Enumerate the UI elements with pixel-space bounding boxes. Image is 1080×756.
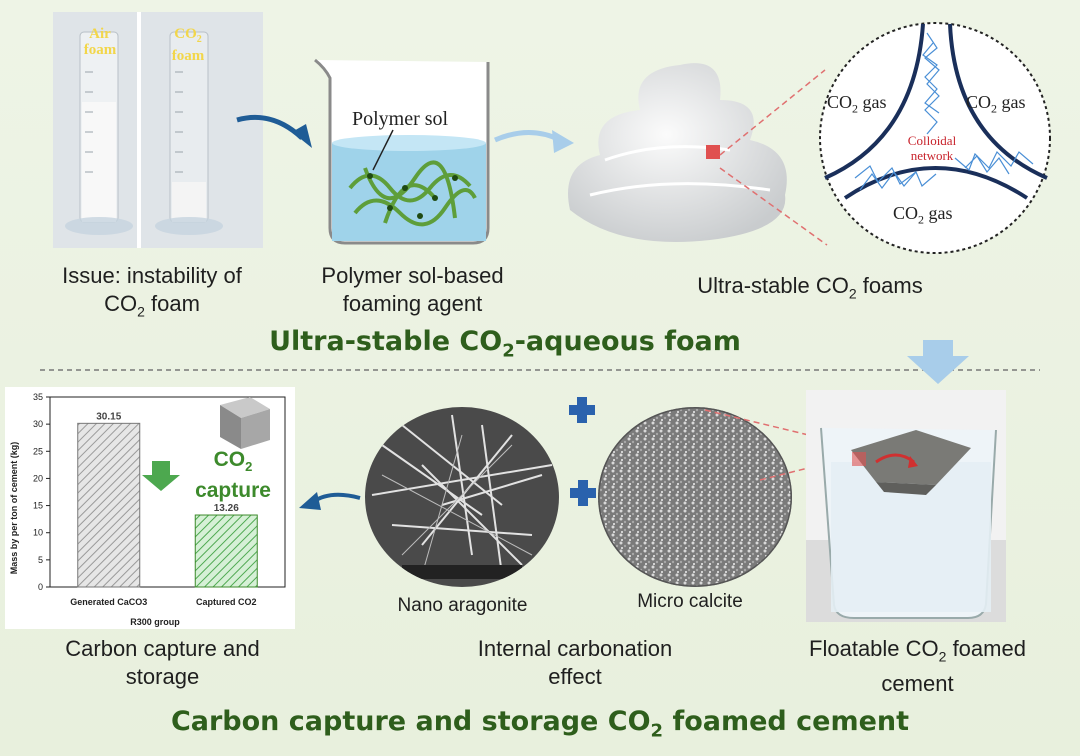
caption-micro-calcite: Micro calcite xyxy=(637,591,743,612)
chart-axes: 0 5 10 15 20 25 30 35 xyxy=(33,392,286,592)
chart-xlabel: R300 group xyxy=(130,617,180,627)
arrow-cylinder-to-beaker xyxy=(236,114,312,148)
bar-data-label: 13.26 xyxy=(214,503,239,514)
bar-data-label: 30.15 xyxy=(96,411,121,422)
y-tick-label: 0 xyxy=(38,582,43,592)
y-tick-label: 5 xyxy=(38,555,43,565)
section-title-foam: Ultra-stable CO2-aqueous foam xyxy=(269,326,741,362)
micro-calcite-micrograph xyxy=(598,407,792,587)
x-tick-label: Captured CO2 xyxy=(196,597,257,607)
decrease-arrow-icon xyxy=(142,461,180,491)
floating-cement-photo xyxy=(806,390,1006,622)
x-tick-label: Generated CaCO3 xyxy=(70,597,147,607)
arrow-beaker-to-foam xyxy=(494,130,574,153)
polymer-sol-label: Polymer sol xyxy=(352,108,449,130)
plus-icon-main xyxy=(570,480,596,506)
gas-label-bottom: CO2 gas xyxy=(893,203,953,227)
y-tick-label: 30 xyxy=(33,419,43,429)
caption-nano-aragonite: Nano aragonite xyxy=(397,595,528,616)
y-tick-label: 15 xyxy=(33,501,43,511)
plus-icon xyxy=(569,397,595,423)
arrow-down-light xyxy=(907,340,969,384)
zoom-lines xyxy=(719,69,828,246)
beaker xyxy=(314,58,490,245)
gas-label-right: CO2 gas xyxy=(966,92,1026,116)
y-tick-label: 35 xyxy=(33,392,43,402)
y-tick-label: 10 xyxy=(33,528,43,538)
bar xyxy=(194,514,258,588)
gas-label-left: CO2 gas xyxy=(827,92,887,116)
nano-aragonite-micrograph xyxy=(365,407,559,587)
chart-ylabel: Mass by per ton of cement (kg) xyxy=(9,442,19,575)
cement-cube-icon xyxy=(220,397,270,449)
chart-frame xyxy=(49,396,286,588)
caption-ultra-stable-foams: Ultra-stable CO2 foams xyxy=(697,273,923,302)
y-tick-label: 25 xyxy=(33,446,43,456)
bar xyxy=(77,422,141,588)
section-title-cement: Carbon capture and storage CO2 foamed ce… xyxy=(170,706,910,742)
section-divider xyxy=(40,369,1040,371)
y-tick-label: 20 xyxy=(33,473,43,483)
cylinder-drawing xyxy=(53,12,263,248)
arrow-to-chart xyxy=(299,492,361,510)
colloidal-network-zoom xyxy=(819,22,1051,254)
